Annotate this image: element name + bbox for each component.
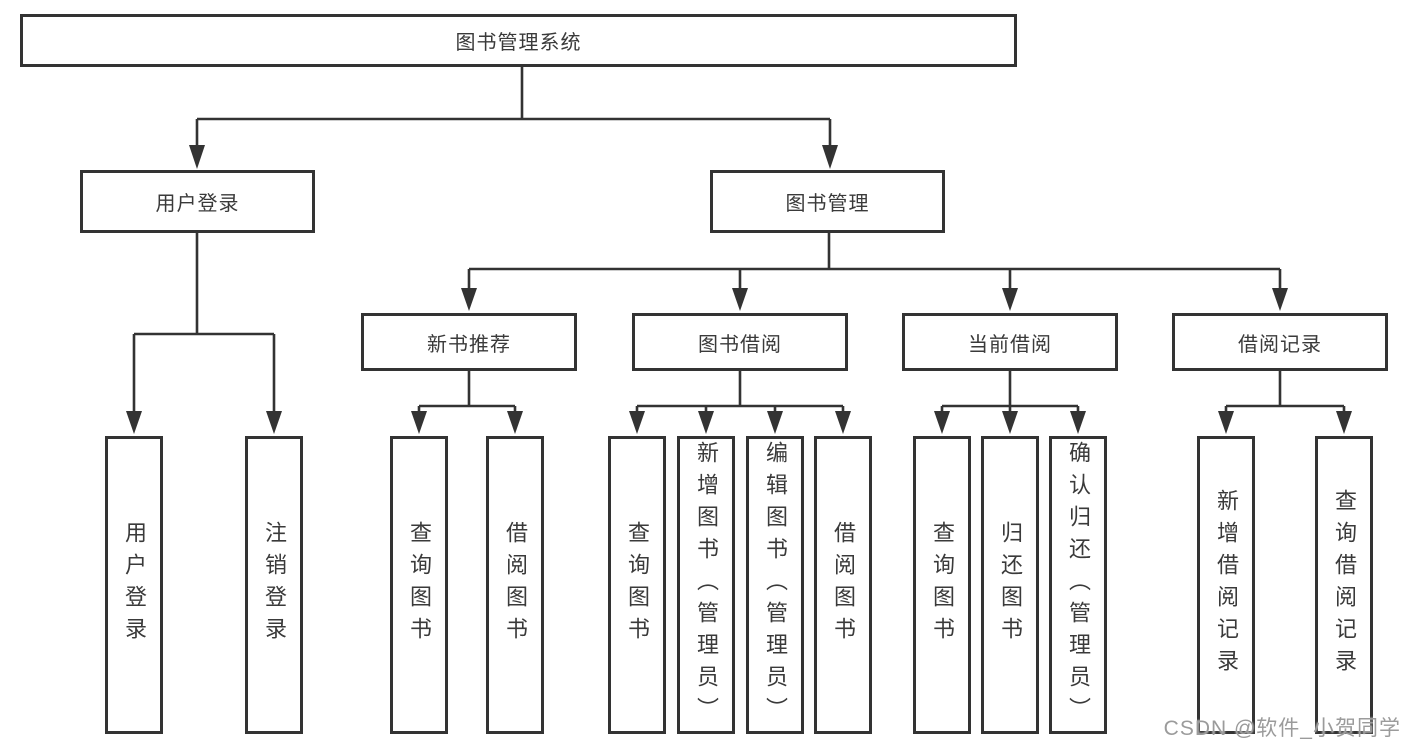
leaf-user-login: 用户登录 [105, 436, 163, 734]
leaf-query-books-current: 查询图书 [913, 436, 971, 734]
leaf-edit-books-admin-label: 编辑图书（管理员） [763, 441, 788, 729]
leaf-borrow-books-borrowing-label: 借阅图书 [831, 521, 856, 649]
leaf-borrow-books-recommend: 借阅图书 [486, 436, 544, 734]
leaf-logout: 注销登录 [245, 436, 303, 734]
leaf-query-books-current-label: 查询图书 [930, 521, 955, 649]
node-library-management-system: 图书管理系统 [20, 14, 1017, 67]
leaf-confirm-return-admin-label: 确认归还（管理员） [1066, 441, 1091, 729]
leaf-edit-books-admin: 编辑图书（管理员） [746, 436, 804, 734]
connector-current-borrowing-branch [934, 371, 1086, 434]
connector-user-login-branch [126, 233, 282, 434]
leaf-user-login-label: 用户登录 [122, 521, 147, 649]
leaf-borrow-books-recommend-label: 借阅图书 [503, 521, 528, 649]
leaf-add-books-admin-label: 新增图书（管理员） [694, 441, 719, 729]
csdn-watermark: CSDN @软件_小贺同学 [1163, 717, 1401, 740]
node-book-management: 图书管理 [710, 170, 945, 233]
leaf-confirm-return-admin: 确认归还（管理员） [1049, 436, 1107, 734]
connector-root-to-level2 [189, 67, 838, 169]
leaf-query-borrow-record-label: 查询借阅记录 [1332, 489, 1357, 681]
leaf-query-books-recommend: 查询图书 [390, 436, 448, 734]
node-current-borrowing: 当前借阅 [902, 313, 1118, 371]
leaf-add-borrow-record-label: 新增借阅记录 [1214, 489, 1239, 681]
leaf-add-books-admin: 新增图书（管理员） [677, 436, 735, 734]
leaf-logout-label: 注销登录 [262, 521, 287, 649]
leaf-query-books-borrowing-label: 查询图书 [625, 521, 650, 649]
leaf-return-books: 归还图书 [981, 436, 1039, 734]
leaf-return-books-label: 归还图书 [998, 521, 1023, 649]
leaf-query-books-recommend-label: 查询图书 [407, 521, 432, 649]
node-borrow-records: 借阅记录 [1172, 313, 1388, 371]
connector-new-book-recommendation-branch [411, 371, 523, 434]
leaf-query-books-borrowing: 查询图书 [608, 436, 666, 734]
connector-borrow-records-branch [1218, 371, 1352, 434]
node-user-login: 用户登录 [80, 170, 315, 233]
node-new-book-recommendation: 新书推荐 [361, 313, 577, 371]
connector-book-management-branch [461, 233, 1288, 311]
leaf-add-borrow-record: 新增借阅记录 [1197, 436, 1255, 734]
node-book-borrowing: 图书借阅 [632, 313, 848, 371]
leaf-borrow-books-borrowing: 借阅图书 [814, 436, 872, 734]
leaf-query-borrow-record: 查询借阅记录 [1315, 436, 1373, 734]
connector-book-borrowing-branch [629, 371, 851, 434]
